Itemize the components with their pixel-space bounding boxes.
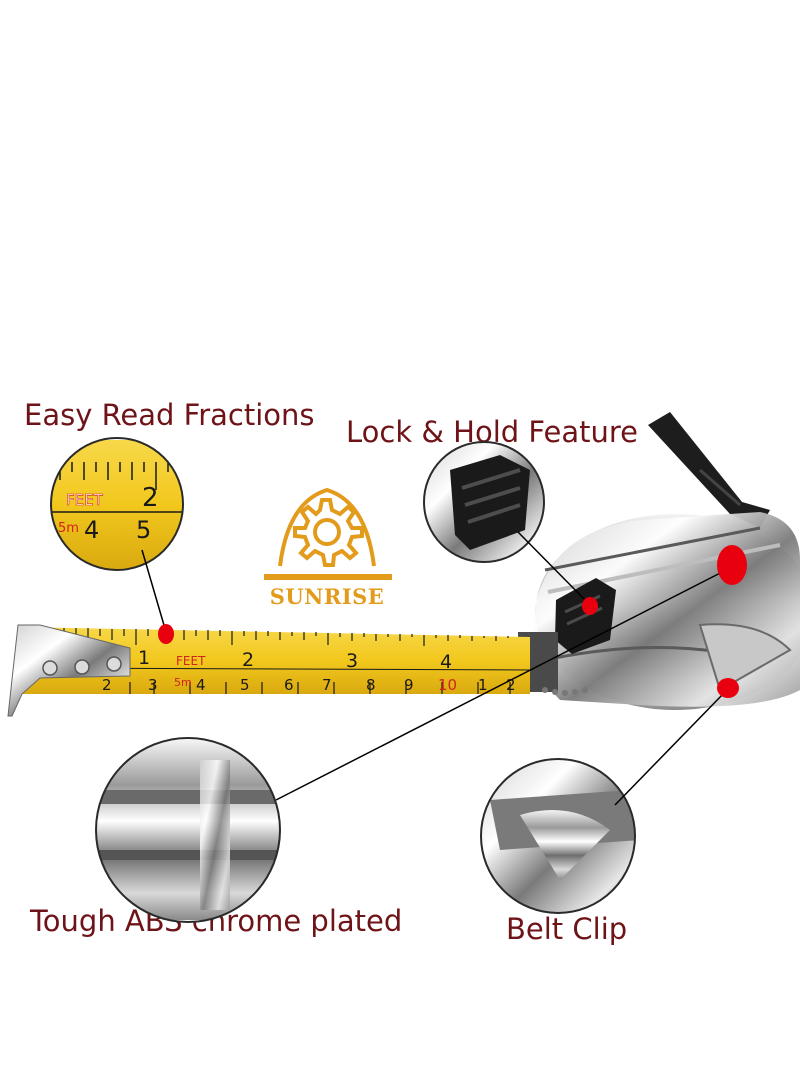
label-belt-clip: Belt Clip [506, 912, 628, 946]
tape-cm-8: 8 [366, 676, 376, 694]
tape-cm-3: 3 [148, 676, 158, 694]
zoom-casing [95, 737, 281, 923]
tape-inch-1: 1 [138, 647, 150, 669]
marker-casing [717, 545, 747, 585]
lanyard [648, 412, 770, 528]
zoom-cm-4: 4 [84, 516, 99, 544]
zoom-inch-2: 2 [142, 483, 159, 513]
zoom-length: 5m [58, 521, 79, 536]
tape-cm-11: 1 [478, 676, 488, 694]
zoom-fractions: 2 FEET 5m 4 5 [50, 437, 184, 571]
tape-cm-10: 10 [438, 676, 457, 694]
tape-cm-4: 4 [196, 676, 206, 694]
sunrise-logo [264, 487, 392, 580]
tape-inch-3: 3 [346, 650, 358, 672]
marker-lock [582, 597, 598, 615]
marker-belt-clip [717, 678, 739, 698]
tape-cm-5: 5 [240, 676, 250, 694]
tape-length-label: 5m [174, 676, 192, 689]
leader-lines [141, 531, 733, 806]
tape-inch-2: 2 [242, 649, 254, 671]
zoom-cm-5: 5 [136, 516, 151, 544]
zoom-belt-clip [480, 758, 636, 914]
tape-inch-4: 4 [440, 651, 452, 673]
tape-cm-9: 9 [404, 676, 414, 694]
tape-blade: 1 2 3 4 FEET 5m 2 3 4 5 6 7 8 9 10 1 2 [7, 624, 531, 717]
tape-case [518, 512, 800, 710]
red-markers [158, 545, 747, 698]
tape-cm-2: 2 [102, 676, 112, 694]
marker-fractions [158, 624, 174, 644]
label-easy-read-fractions: Easy Read Fractions [24, 398, 315, 432]
zoom-lock [423, 441, 545, 563]
zoom-feet: FEET [66, 491, 104, 509]
tape-cm-12: 2 [506, 676, 516, 694]
tape-cm-7: 7 [322, 676, 332, 694]
brand-name: SUNRISE [269, 584, 385, 609]
tape-feet-label: FEET [176, 654, 206, 668]
tape-cm-6: 6 [284, 676, 294, 694]
